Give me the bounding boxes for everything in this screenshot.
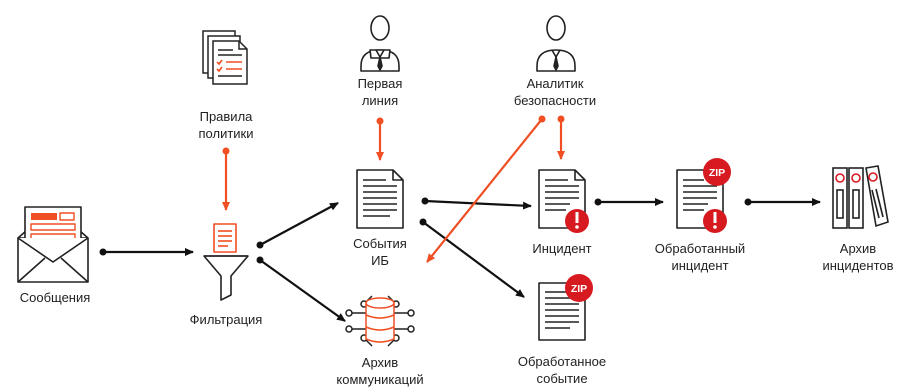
- label-comm-archive: Архив коммуникаций: [336, 355, 424, 387]
- label-processed-incident: Обработанный инцидент: [654, 241, 746, 273]
- label-incident: Инцидент: [532, 241, 592, 256]
- edge-filtration-to-events: [256, 202, 339, 249]
- edge-messages-to-filtration: [99, 248, 194, 256]
- zip-badge-processed-event: ZIP: [565, 274, 593, 302]
- alert-badge-icon: [565, 209, 589, 233]
- policy-documents-icon: [202, 30, 248, 85]
- database-icon: [345, 295, 415, 347]
- label-filtration: Фильтрация: [189, 312, 263, 327]
- label-security-analyst: Аналитик безопасности: [513, 76, 597, 108]
- operator-person-icon: [360, 15, 400, 72]
- edge-events-to-incident: [421, 197, 532, 210]
- email-form-icon: [17, 206, 89, 283]
- document-icon: [356, 169, 404, 229]
- edge-processed-incident-to-archive: [744, 198, 821, 206]
- label-policy-rules: Правила политики: [198, 109, 254, 141]
- edge-filtration-to-comm-archive: [256, 256, 346, 322]
- label-security-events: События ИБ: [353, 236, 407, 268]
- edge-incident-to-processed-incident: [594, 198, 664, 206]
- binders-archive-icon: [832, 165, 889, 229]
- label-processed-event: Обработанное событие: [517, 354, 607, 386]
- edge-events-to-processed-event: [419, 218, 525, 298]
- svg-text:ZIP: ZIP: [709, 167, 725, 179]
- label-first-line: Первая линия: [357, 76, 403, 108]
- edge-analyst-to-events: [426, 115, 546, 263]
- zip-badge-processed-incident: ZIP: [703, 158, 731, 186]
- edge-policy-to-filtration: [222, 147, 230, 211]
- analyst-person-icon: [536, 15, 576, 72]
- label-incident-archive: Архив инцидентов: [822, 241, 894, 273]
- label-messages: Сообщения: [19, 290, 91, 305]
- edge-first-line-to-events: [376, 117, 384, 161]
- alert-badge-icon: [703, 209, 727, 233]
- svg-text:ZIP: ZIP: [571, 283, 587, 295]
- funnel-filter-icon: [203, 223, 249, 301]
- edge-analyst-to-incident: [557, 115, 565, 160]
